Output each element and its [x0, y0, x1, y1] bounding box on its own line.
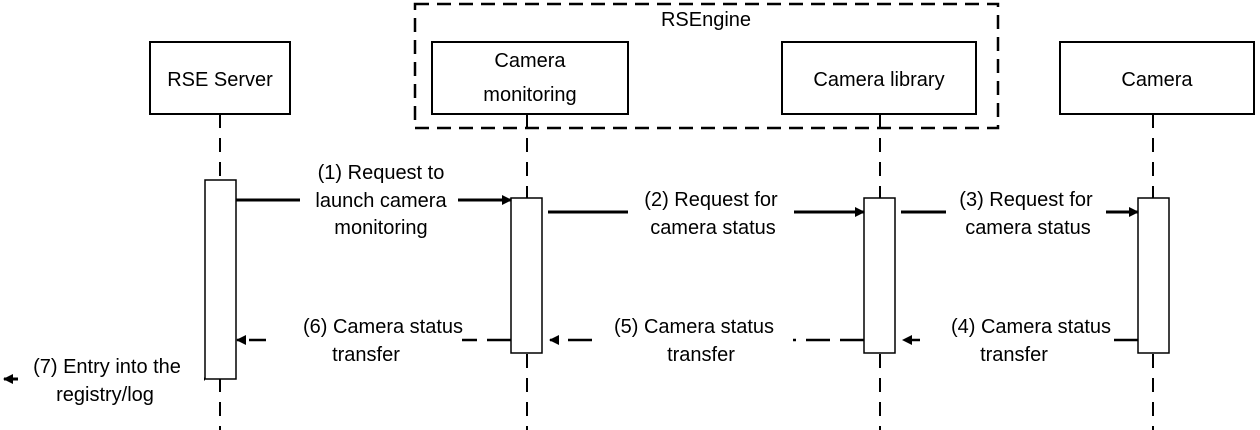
activation-camera-library	[863, 197, 896, 354]
message-3-label-line-2: camera status	[965, 217, 1091, 239]
message-7-label-bg	[18, 367, 204, 389]
message-5-label-line-2: transfer	[667, 344, 735, 366]
participant-label-line-1: Camera	[494, 50, 566, 72]
message-2-label-line-2: camera status	[650, 217, 776, 239]
participant-label: Camera	[1121, 69, 1193, 91]
participant-rse-server: RSE Server	[149, 41, 291, 115]
message-1-label-line-2: launch camera	[315, 190, 447, 212]
message-4-label-line-1: (4) Camera status	[951, 316, 1111, 338]
message-1-label-line-1: (1) Request to	[318, 162, 445, 184]
message-3-label-line-1: (3) Request for	[959, 189, 1093, 211]
message-4-label-bg	[920, 318, 1108, 344]
message-1-label-bg	[300, 190, 458, 212]
message-3-label-bg	[946, 202, 1106, 224]
participant-label-line-2: monitoring	[483, 84, 576, 106]
rsengine-group-label: RSEngine	[661, 9, 751, 31]
message-6-label-line-2: transfer	[332, 344, 400, 366]
message-4-label-line-2: transfer	[980, 344, 1048, 366]
participant-camera-monitoring: Camera monitoring	[431, 41, 629, 115]
message-5-label-line-1: (5) Camera status	[614, 316, 774, 338]
message-7-label-line-2: registry/log	[56, 384, 154, 406]
message-6-label-bg	[266, 318, 462, 344]
message-6-label-line-1: (6) Camera status	[303, 316, 463, 338]
message-1-label-line-3: monitoring	[334, 217, 427, 239]
rsengine-group-border	[413, 2, 1000, 130]
activation-camera-monitoring	[510, 197, 543, 354]
activation-rse-server	[204, 179, 237, 380]
message-7-label-line-1: (7) Entry into the	[33, 356, 181, 378]
participant-label: Camera library	[813, 69, 944, 91]
participant-camera: Camera	[1059, 41, 1255, 115]
activation-camera	[1137, 197, 1170, 354]
participant-label: RSE Server	[167, 69, 273, 91]
message-2-label-line-1: (2) Request for	[644, 189, 778, 211]
message-2-label-bg	[628, 202, 794, 224]
participant-camera-library: Camera library	[781, 41, 977, 115]
message-5-label-bg	[597, 318, 793, 344]
